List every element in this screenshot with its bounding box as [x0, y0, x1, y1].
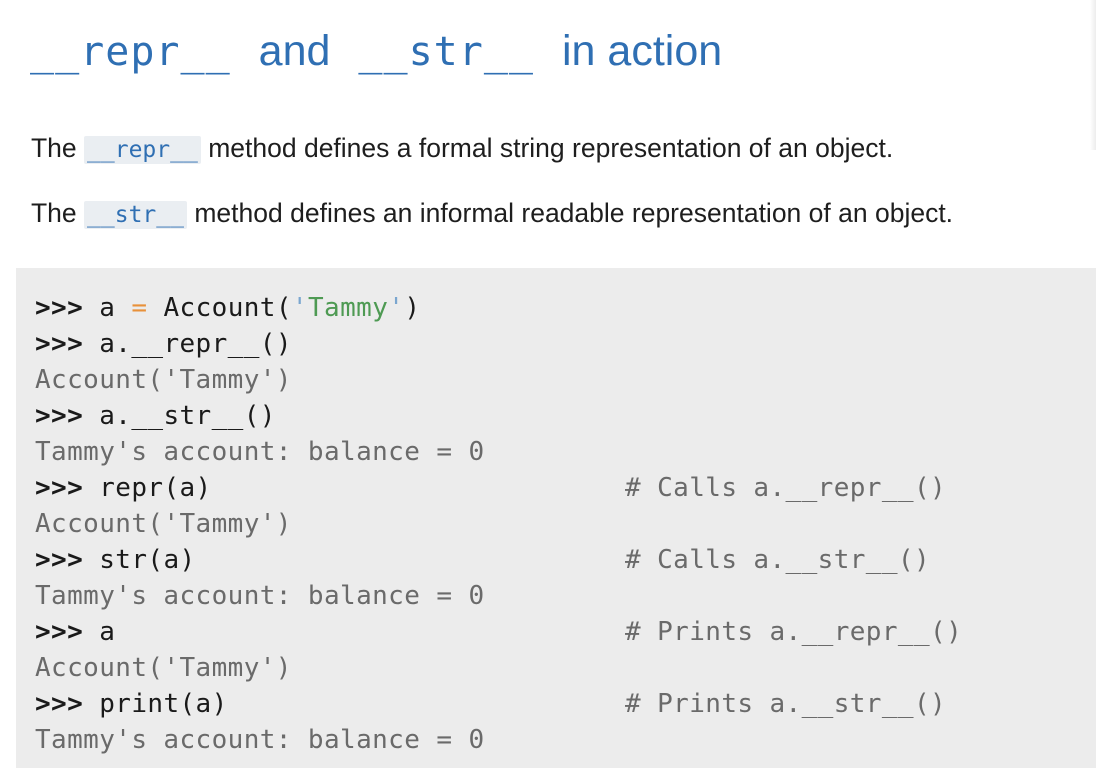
code-line-12: >>> print(a) — [35, 689, 228, 719]
code-line-2: >>> a.__repr__() — [35, 329, 292, 359]
code-line-1: >>> a = Account('Tammy') — [35, 293, 421, 323]
code-comment-8: # Calls a.__str__() — [625, 545, 931, 575]
inline-code-repr: __repr__ — [84, 136, 201, 164]
inline-code-str: __str__ — [84, 201, 187, 229]
title-str: __str__ — [358, 29, 534, 75]
title-repr: __repr__ — [30, 29, 231, 75]
code-comment-12: # Prints a.__str__() — [625, 689, 947, 719]
code-example-block: >>> a = Account('Tammy') >>> a.__repr__(… — [16, 268, 1096, 768]
repr-description: The __repr__ method defines a formal str… — [31, 133, 894, 164]
code-line-8: >>> str(a) — [35, 545, 196, 575]
title-in-action: in action — [561, 27, 723, 75]
code-output-3: Account('Tammy') — [35, 365, 292, 395]
code-line-10: >>> a — [35, 617, 116, 647]
code-output-5: Tammy's account: balance = 0 — [35, 437, 485, 467]
code-comment-10: # Prints a.__repr__() — [625, 617, 963, 647]
code-output-9: Tammy's account: balance = 0 — [35, 581, 485, 611]
title-and: and — [258, 27, 331, 75]
code-output-11: Account('Tammy') — [35, 653, 292, 683]
code-comment-6: # Calls a.__repr__() — [625, 473, 947, 503]
page-edge-shadow — [1090, 0, 1096, 150]
code-line-6: >>> repr(a) — [35, 473, 212, 503]
code-output-7: Account('Tammy') — [35, 509, 292, 539]
str-description: The __str__ method defines an informal r… — [31, 198, 954, 229]
code-output-13: Tammy's account: balance = 0 — [35, 725, 485, 755]
page-title: __repr__ and __str__ in action — [30, 22, 722, 79]
code-line-4: >>> a.__str__() — [35, 401, 276, 431]
